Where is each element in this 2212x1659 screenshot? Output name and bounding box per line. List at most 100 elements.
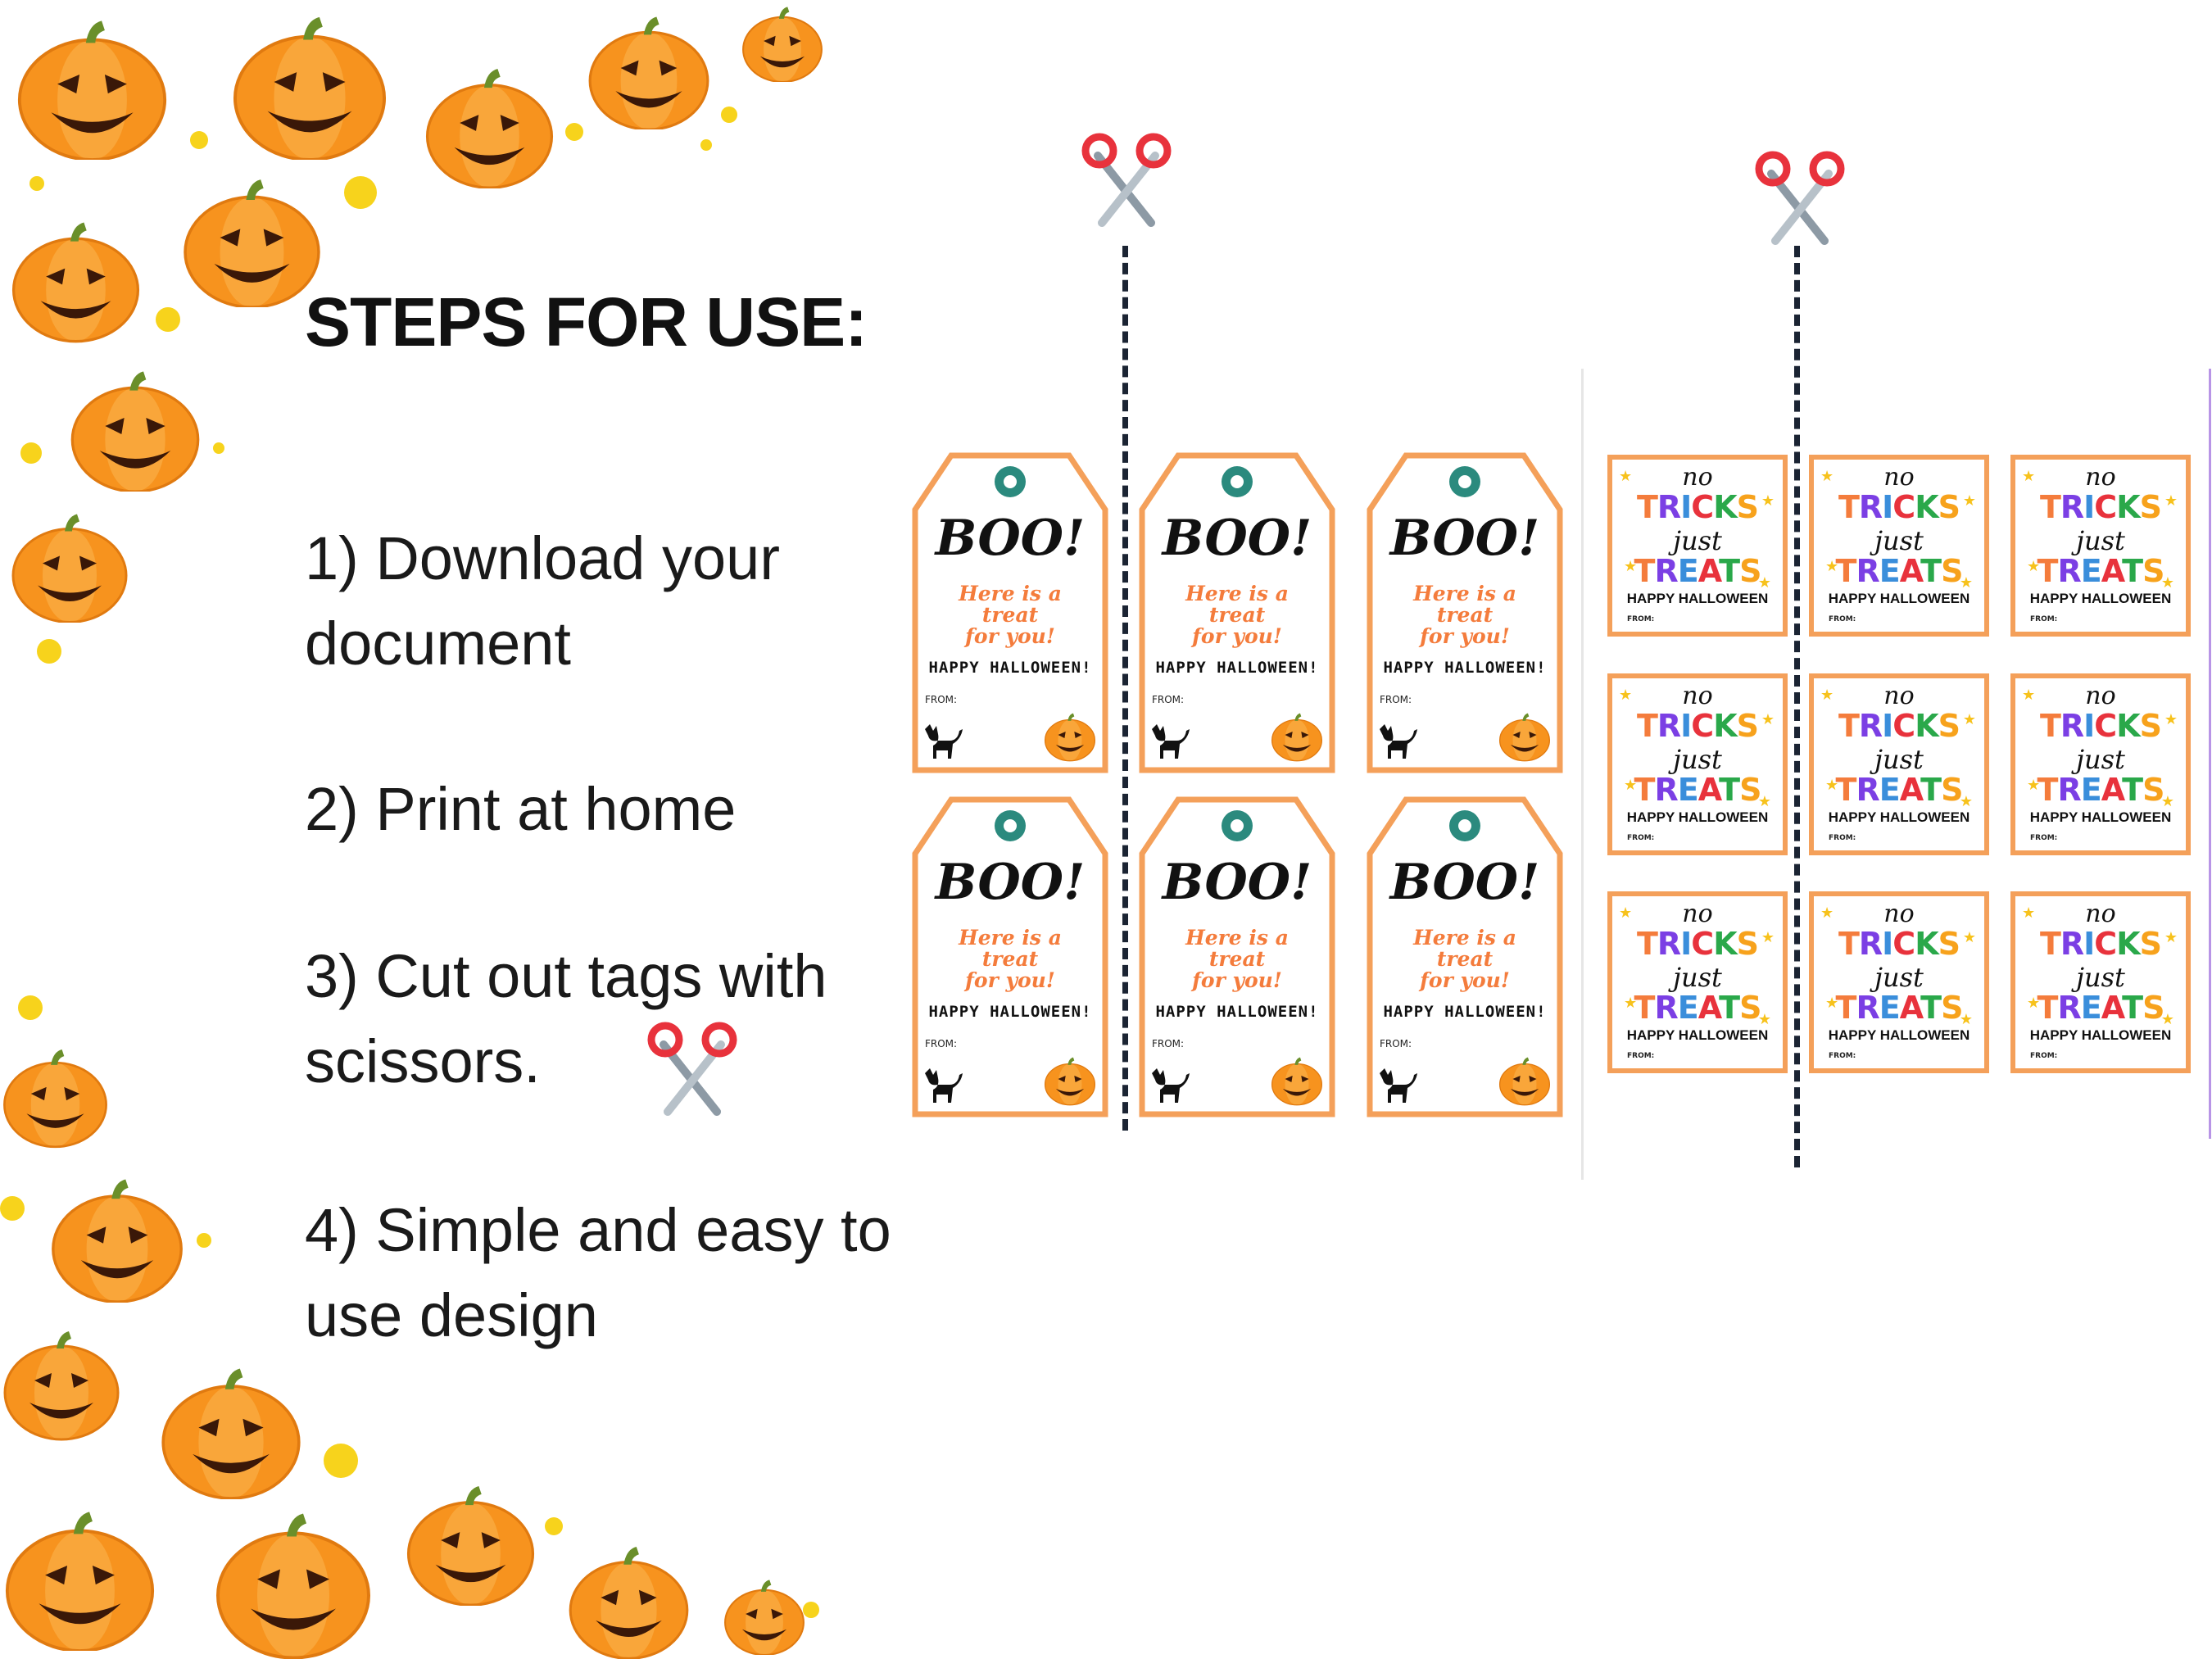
steps-title: STEPS FOR USE: <box>305 283 868 360</box>
trick-no: no <box>2085 900 2116 928</box>
boo-greeting: HAPPY HALLOWEEN! <box>1155 659 1319 677</box>
star-icon: ★ <box>2164 492 2178 509</box>
trick-greeting: HAPPY HALLOWEEN <box>2029 809 2172 825</box>
trick-gift-tag: ★ ★ ★ ★ no TRICKS just TREATS HAPPY HALL… <box>1607 673 1788 855</box>
pumpkin-icon <box>3 1330 120 1441</box>
star-icon: ★ <box>1962 492 1976 509</box>
sheet-divider <box>1581 369 1584 1180</box>
step-4: 4) Simple and easy to use design <box>305 1196 891 1349</box>
trick-just: just <box>2076 525 2125 556</box>
boo-greeting: HAPPY HALLOWEEN! <box>1383 1003 1547 1021</box>
boo-from-label: FROM: <box>1152 1038 1185 1049</box>
boo-from-label: FROM: <box>1152 694 1185 705</box>
trick-tricks: TRICKS <box>1838 708 1960 744</box>
trick-no: no <box>1883 463 1915 492</box>
scissors-icon <box>647 1022 737 1116</box>
star-icon: ★ <box>1820 468 1834 484</box>
trick-no: no <box>1883 682 1915 710</box>
star-icon: ★ <box>2022 468 2036 484</box>
trick-greeting: HAPPY HALLOWEEN <box>2029 1027 2172 1043</box>
trick-treats: TREATS <box>2037 553 2165 589</box>
boo-from-label: FROM: <box>925 694 958 705</box>
pumpkin-icon <box>1044 1056 1096 1106</box>
confetti-dot <box>190 131 208 149</box>
pumpkin-icon <box>216 1512 370 1659</box>
star-icon: ★ <box>2164 929 2178 945</box>
boo-title: BOO! <box>935 510 1086 567</box>
trick-treats: TREATS <box>2037 772 2165 808</box>
trick-no: no <box>1682 682 1713 710</box>
trick-treats: TREATS <box>1835 990 1964 1026</box>
pumpkin-icon <box>52 1177 183 1303</box>
star-icon: ★ <box>1962 711 1976 728</box>
trick-treats: TREATS <box>1634 553 1762 589</box>
confetti-dot <box>0 1196 25 1221</box>
star-icon: ★ <box>1757 793 1771 809</box>
trick-gift-tag: ★ ★ ★ ★ no TRICKS just TREATS HAPPY HALL… <box>2010 455 2191 637</box>
step-2: 2) Print at home <box>305 775 737 843</box>
trick-just: just <box>1874 525 1924 556</box>
trick-gift-tag: ★ ★ ★ ★ no TRICKS just TREATS HAPPY HALL… <box>2010 891 2191 1073</box>
star-icon: ★ <box>1825 777 1839 793</box>
star-icon: ★ <box>1820 687 1834 703</box>
star-icon: ★ <box>2160 574 2174 591</box>
pumpkin-icon <box>1271 712 1323 762</box>
trick-no: no <box>2085 463 2116 492</box>
star-icon: ★ <box>1757 1011 1771 1027</box>
trick-gift-tag: ★ ★ ★ ★ no TRICKS just TREATS HAPPY HALL… <box>1809 891 1989 1073</box>
trick-greeting: HAPPY HALLOWEEN <box>1626 809 1769 825</box>
star-icon: ★ <box>1624 558 1638 574</box>
trick-greeting: HAPPY HALLOWEEN <box>1626 1027 1769 1043</box>
trick-just: just <box>1874 744 1924 775</box>
trick-greeting: HAPPY HALLOWEEN <box>1828 1027 1970 1043</box>
star-icon: ★ <box>2022 687 2036 703</box>
pumpkin-icon <box>184 178 320 307</box>
confetti-dot <box>324 1444 358 1478</box>
boo-gift-tag: BOO! Here is a treat for you! HAPPY HALL… <box>912 796 1108 1117</box>
cat-icon <box>1380 1068 1417 1103</box>
trick-tricks: TRICKS <box>2039 926 2162 962</box>
trick-tricks: TRICKS <box>2039 489 2162 525</box>
confetti-dot <box>721 107 737 123</box>
cut-line <box>1122 246 1128 1131</box>
confetti-dot <box>156 307 180 332</box>
star-icon: ★ <box>2022 904 2036 921</box>
boo-gift-tag: BOO! Here is a treat for you! HAPPY HALL… <box>912 452 1108 773</box>
trick-from-label: FROM: <box>1627 834 1655 842</box>
cat-icon <box>925 724 963 759</box>
trick-gift-tag: ★ ★ ★ ★ no TRICKS just TREATS HAPPY HALL… <box>1809 673 1989 855</box>
trick-no: no <box>1682 463 1713 492</box>
star-icon: ★ <box>1624 777 1638 793</box>
trick-from-label: FROM: <box>1829 615 1856 623</box>
star-icon: ★ <box>1825 995 1839 1011</box>
trick-greeting: HAPPY HALLOWEEN <box>1828 591 1970 606</box>
pumpkin-icon <box>70 369 200 492</box>
confetti-dot <box>700 139 712 151</box>
scissors-icon <box>1081 133 1172 227</box>
step-1: 1) Download your document <box>305 524 780 678</box>
star-icon: ★ <box>2027 995 2041 1011</box>
trick-treats: TREATS <box>1835 772 1964 808</box>
star-icon: ★ <box>1820 904 1834 921</box>
cat-icon <box>1152 1068 1190 1103</box>
confetti-dot <box>197 1233 211 1248</box>
boo-title: BOO! <box>1162 510 1312 567</box>
trick-tricks: TRICKS <box>1636 708 1759 744</box>
boo-from-label: FROM: <box>1380 1038 1412 1049</box>
trick-no: no <box>1682 900 1713 928</box>
trick-from-label: FROM: <box>1627 1052 1655 1060</box>
boo-from-label: FROM: <box>925 1038 958 1049</box>
boo-subtitle: Here is a treat for you! <box>1413 926 1516 992</box>
pumpkin-icon <box>17 19 167 160</box>
boo-subtitle: Here is a treat for you! <box>1185 926 1289 992</box>
trick-treats: TREATS <box>1634 990 1762 1026</box>
star-icon: ★ <box>1619 687 1633 703</box>
boo-greeting: HAPPY HALLOWEEN! <box>928 1003 1092 1021</box>
confetti-dot <box>803 1602 819 1618</box>
pumpkin-icon <box>1498 1056 1551 1106</box>
trick-tricks: TRICKS <box>1636 926 1759 962</box>
trick-from-label: FROM: <box>1829 834 1856 842</box>
confetti-dot <box>18 995 43 1020</box>
trick-no: no <box>2085 682 2116 710</box>
trick-from-label: FROM: <box>2030 1052 2058 1060</box>
